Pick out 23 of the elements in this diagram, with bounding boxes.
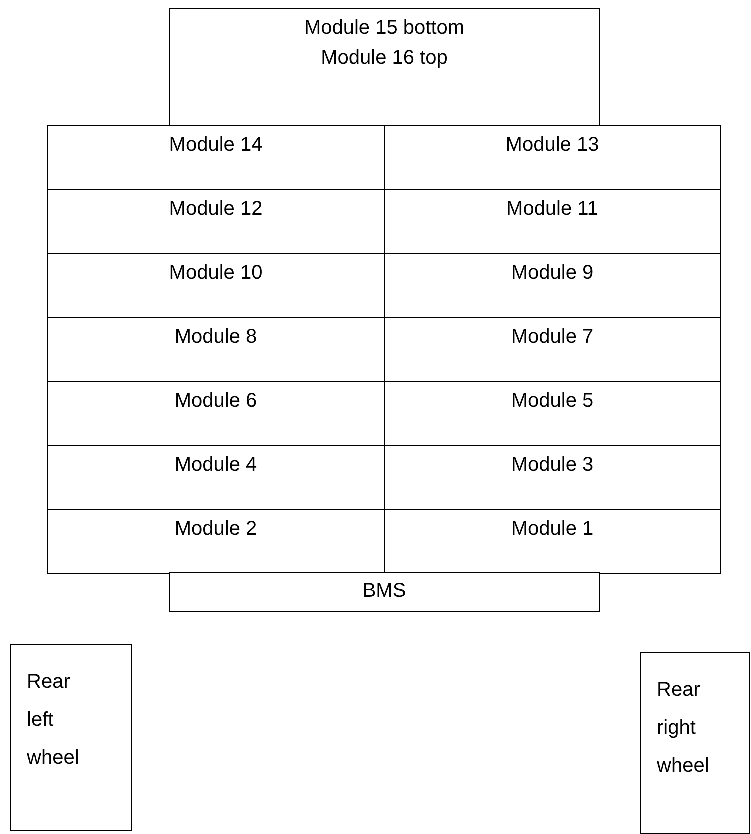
wheel-box <box>640 652 750 834</box>
box-label: Module 6 <box>174 389 258 414</box>
box-label: Module 10 <box>169 261 263 286</box>
wheel-box <box>10 644 132 831</box>
box-label: Module 8 <box>174 325 258 350</box>
box-label: Module 16 top <box>321 46 448 71</box>
box-label: Module 13 <box>506 133 600 158</box>
box-label: Module 14 <box>169 133 263 158</box>
box-label: Module 2 <box>174 517 258 542</box>
box-label: Module 1 <box>511 517 594 542</box>
module-box <box>169 8 600 126</box>
box-label: Module 15 bottom <box>304 16 465 41</box>
box-label: Rear left wheel <box>27 670 80 771</box>
box-label: Module 7 <box>511 325 594 350</box>
box-label: Module 9 <box>511 261 594 286</box>
box-label: Rear right wheel <box>657 678 710 779</box>
box-label: Module 12 <box>169 197 263 222</box>
box-label: Module 5 <box>511 389 594 414</box>
bms-box <box>169 572 600 612</box>
box-label: Module 4 <box>174 453 258 478</box>
box-label: Module 11 <box>506 197 598 222</box>
box-label: Module 3 <box>511 453 594 478</box>
box-label: BMS <box>362 579 406 604</box>
